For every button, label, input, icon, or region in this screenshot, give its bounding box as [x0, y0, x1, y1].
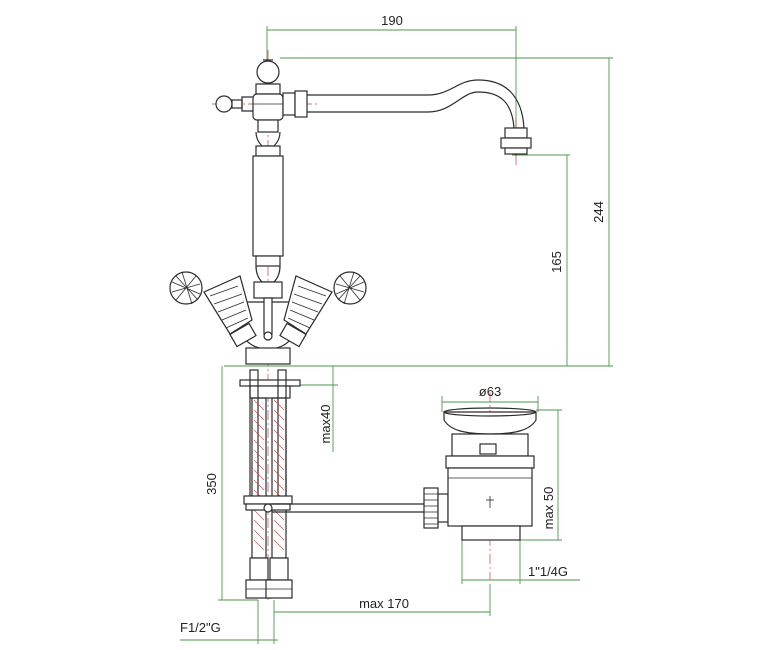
- dim-hose-length: 350: [204, 473, 219, 495]
- dim-max-deck: max40: [318, 404, 333, 443]
- dim-total-height: 244: [591, 201, 606, 223]
- right-handle: [279, 271, 367, 348]
- dim-inlet-thread: F1/2"G: [180, 620, 221, 635]
- dim-max-distance: max 170: [359, 596, 409, 611]
- left-handle: [169, 271, 257, 348]
- mixer-body: [169, 59, 532, 365]
- dim-drain-thread: 1"1/4G: [528, 564, 568, 579]
- dimension-labels: 190 244 165 max40 350 ø63 max 50 1"1/4G …: [180, 13, 606, 635]
- dim-drain-max-thickness: max 50: [541, 487, 556, 530]
- dim-drain-diameter: ø63: [479, 384, 501, 399]
- pop-up-waste: [272, 407, 537, 541]
- dim-spout-reach: 190: [381, 13, 403, 28]
- dim-spout-height: 165: [549, 251, 564, 273]
- mounting-and-hoses: [239, 369, 301, 599]
